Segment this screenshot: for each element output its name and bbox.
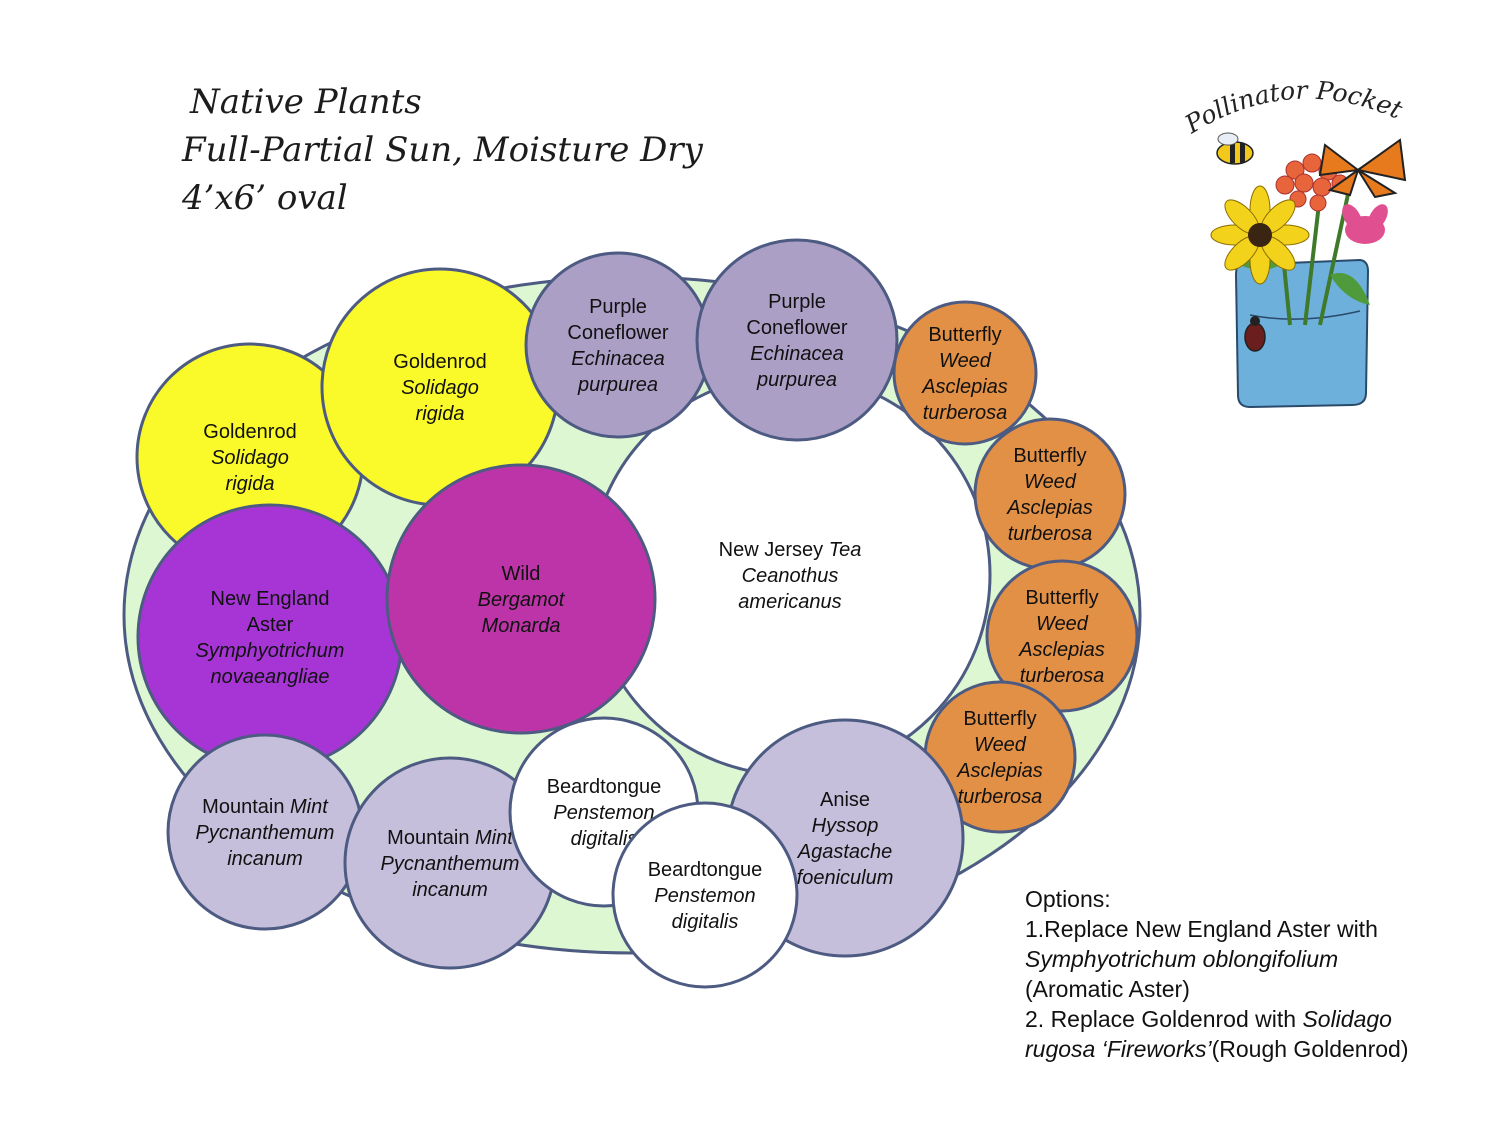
- header: Native Plants Full-Partial Sun, Moisture…: [182, 78, 703, 222]
- bumblebee-icon: [1216, 132, 1254, 165]
- growing-conditions: Full-Partial Sun, Moisture Dry: [182, 130, 703, 170]
- plant-circle: [524, 251, 712, 439]
- option-2-line-a: 2. Replace Goldenrod with Solidago: [1025, 1004, 1485, 1034]
- options-panel: Options: 1.Replace New England Aster wit…: [1025, 884, 1485, 1064]
- option-1-text: 1.Replace New England Aster with: [1025, 916, 1378, 942]
- plant-circle: [385, 463, 657, 735]
- option-2-text: 2. Replace Goldenrod with: [1025, 1006, 1303, 1032]
- option-1-common-name: (Aromatic Aster): [1025, 976, 1190, 1002]
- option-2-common-name: (Rough Goldenrod): [1211, 1036, 1409, 1062]
- logo-text: Pollinator Pocket: [1180, 76, 1407, 140]
- leaf-icon: [1330, 273, 1370, 305]
- bee-balm-flower-icon: [1342, 204, 1388, 244]
- beetle-icon: [1244, 316, 1266, 352]
- plant-circle: [611, 801, 799, 989]
- option-2-line-b: rugosa ‘Fireworks’(Rough Goldenrod): [1025, 1034, 1485, 1064]
- plant-circle: [973, 417, 1127, 571]
- bed-size: 4’x6’ oval: [182, 178, 348, 218]
- plant-circle: [695, 238, 899, 442]
- option-1-species: Symphyotrichum oblongifolium: [1025, 946, 1339, 972]
- plant-circle: [136, 503, 404, 771]
- options-heading: Options:: [1025, 886, 1111, 912]
- plant-circle: [892, 300, 1038, 446]
- jar-icon: [1234, 258, 1370, 409]
- plant-circle: [985, 559, 1139, 713]
- pollinator-pocket-logo: Pollinator Pocket: [1179, 75, 1430, 415]
- option-2-species: rugosa ‘Fireworks’: [1025, 1036, 1212, 1062]
- page-title: Native Plants: [190, 82, 422, 122]
- monarch-butterfly-icon: [1318, 138, 1407, 199]
- option-2-genus: Solidago: [1302, 1006, 1392, 1032]
- black-eyed-susan-icon: [1210, 185, 1310, 285]
